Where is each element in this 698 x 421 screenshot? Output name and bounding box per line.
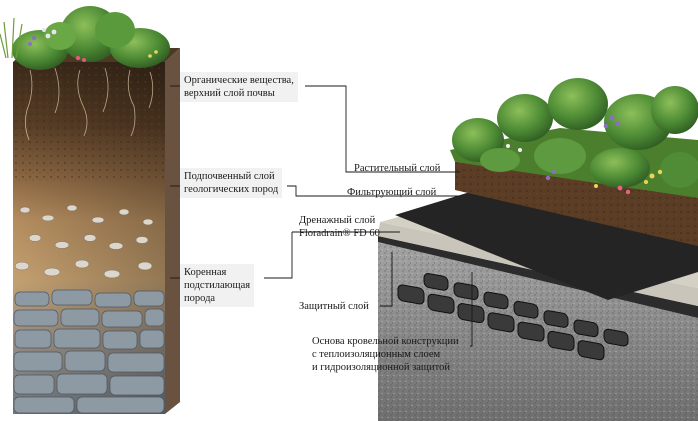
roof-section [378, 78, 698, 421]
label-filter-layer: Фильтрующий слой [347, 187, 437, 198]
drainage-cups [397, 273, 629, 361]
soil-column-side [165, 48, 180, 414]
soil-column [0, 6, 180, 414]
bedrock-stones [13, 289, 165, 414]
waterproofing-layer [378, 236, 698, 318]
roots [25, 67, 154, 141]
label-organic-matter: Органические вещества, верхний слой почв… [180, 72, 298, 102]
leader-lines [170, 85, 473, 347]
label-roof-base: Основа кровельной конструкции с теплоизо… [312, 336, 459, 373]
label-protective-layer: Защитный слой [299, 301, 369, 312]
label-drainage-layer: Дренажный слой Floradrain® FD 60 [299, 215, 380, 239]
soil-column-plants [0, 6, 170, 70]
label-bedrock: Коренная подстилающая порода [180, 264, 255, 307]
label-subsoil: Подпочвенный слой геологических пород [180, 168, 283, 198]
pebbles [14, 204, 154, 279]
roof-plants [452, 78, 698, 195]
label-vegetation-layer: Растительный слой [354, 163, 441, 174]
